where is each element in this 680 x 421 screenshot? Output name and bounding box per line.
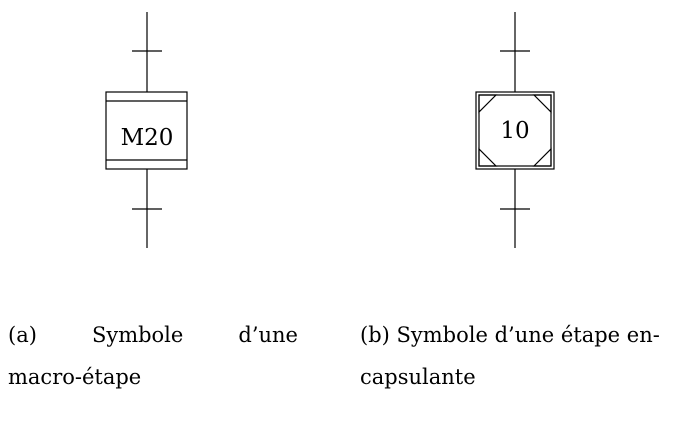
caption-line-2: macro-étape [8, 365, 142, 389]
encapsulating-step-diagram: 10 [475, 12, 555, 248]
caption-line-1: (b) Symbole d’une étape en- [360, 323, 660, 347]
encapsulating-step-label: 10 [500, 118, 529, 144]
corner-triangle-bottom-right [532, 147, 552, 167]
caption-encapsulating-step: (b) Symbole d’une étape en- capsulante [360, 314, 662, 398]
corner-triangle-top-right [532, 94, 552, 114]
macro-step-box [105, 91, 188, 170]
caption-line-1: (a) Symbole d’une [8, 314, 298, 356]
macro-step-label: M20 [121, 125, 174, 151]
encapsulating-step-inner-box [478, 94, 552, 167]
caption-line-2: capsulante [360, 365, 476, 389]
caption-word: d’une [238, 323, 298, 347]
caption-macro-step: (a) Symbole d’une macro-étape [8, 314, 298, 398]
corner-triangle-top-left [478, 94, 498, 114]
encapsulating-step-outer-box [475, 91, 555, 170]
caption-tag: (a) [8, 323, 37, 347]
corner-triangle-bottom-left [478, 147, 498, 167]
caption-word: Symbole [91, 323, 184, 347]
macro-step-diagram: M20 [105, 12, 188, 248]
